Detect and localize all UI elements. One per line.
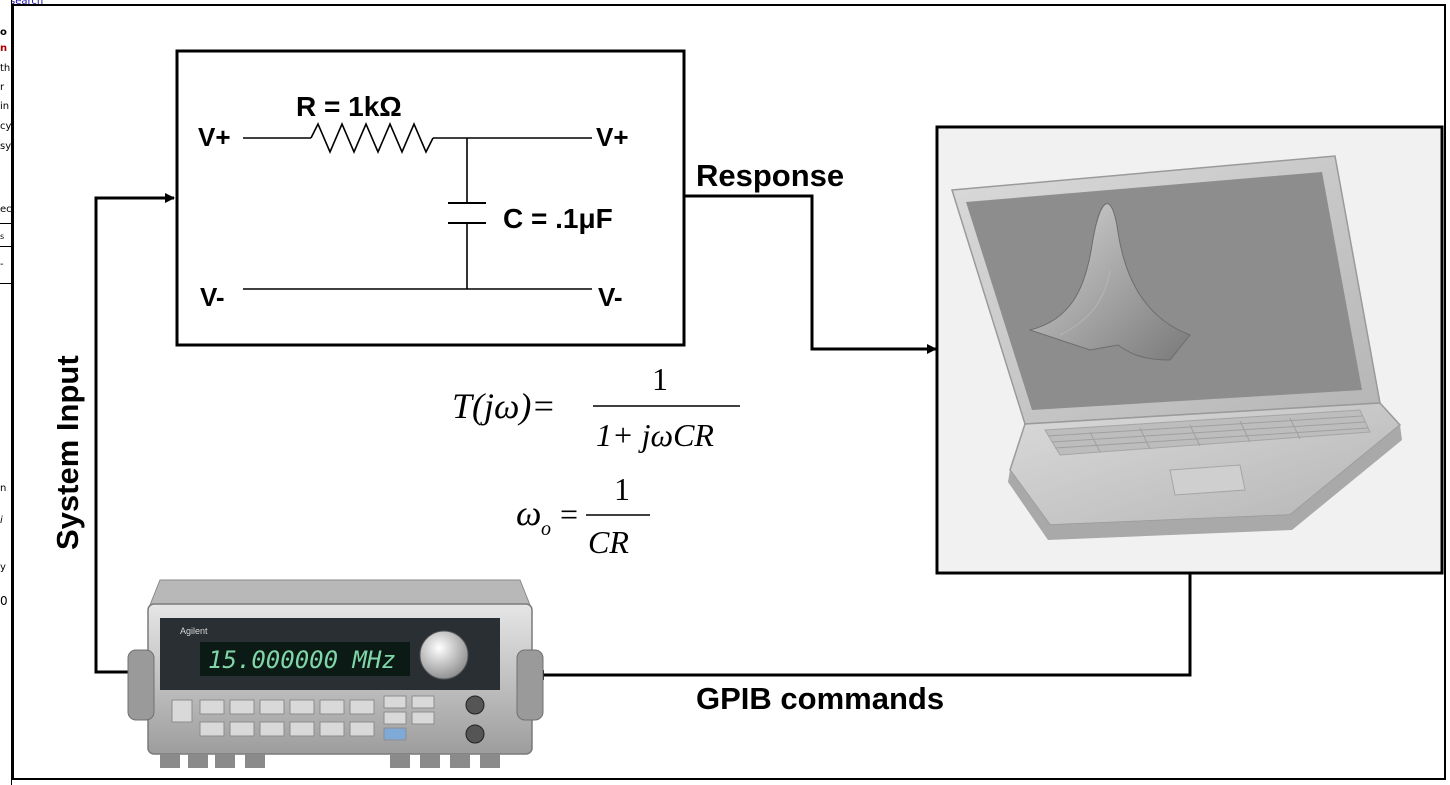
- system-input-arrow: [94, 193, 175, 674]
- strip-fragment: n: [0, 43, 8, 54]
- vplus-left-label: V+: [198, 122, 231, 152]
- transfer-function: T(jω)= 1 1+ jωCR: [452, 361, 740, 453]
- response-label: Response: [696, 158, 844, 193]
- strip-fragment: ec: [0, 204, 12, 215]
- display-readout: 15.000000 MHz: [208, 646, 396, 674]
- strip-fragment: sy: [0, 141, 12, 152]
- strip-fragment: in: [0, 101, 10, 112]
- button-grid: [171, 695, 435, 741]
- top-link[interactable]: research: [0, 0, 43, 7]
- transfer-denominator: 1+ jωCR: [596, 417, 714, 453]
- strip-fragment: cy: [0, 121, 12, 132]
- strip-fragment: 0: [0, 594, 8, 608]
- strip-fragment: i: [0, 515, 3, 526]
- function-generator: Agilent 15.000000 MHz: [127, 579, 544, 768]
- omega-numerator: 1: [614, 471, 630, 507]
- omega-denominator: CR: [588, 524, 629, 560]
- instrument-feet: [160, 754, 500, 768]
- gpib-label: GPIB commands: [696, 681, 944, 716]
- capacitor-label: C = .1μF: [503, 203, 613, 234]
- system-input-label: System Input: [50, 355, 85, 550]
- strip-fragment: th: [0, 63, 11, 74]
- laptop-touchpad: [1169, 464, 1246, 496]
- laptop-panel: [935, 125, 1444, 575]
- strip-fragment: r: [0, 82, 5, 93]
- surface-plot: [1028, 203, 1191, 361]
- rotary-knob: [419, 630, 469, 680]
- right-handle: [516, 649, 544, 721]
- strip-fragment: y: [0, 562, 6, 573]
- left-handle: [127, 649, 155, 721]
- brand-logo: Agilent: [180, 626, 208, 636]
- laptop-screen: [966, 172, 1362, 410]
- transfer-numerator: 1: [652, 361, 668, 397]
- vplus-right-label: V+: [596, 122, 629, 152]
- strip-fragment: n: [0, 483, 7, 494]
- sync-connector: [465, 724, 485, 744]
- output-connector: [465, 695, 485, 715]
- transfer-lhs: T(jω)=: [452, 386, 556, 426]
- gpib-arrow: [534, 572, 1192, 680]
- vminus-left-label: V-: [200, 282, 225, 312]
- resistor-label: R = 1kΩ: [296, 91, 402, 122]
- resistor-symbol: [310, 121, 434, 155]
- strip-fragment: s: [0, 232, 5, 241]
- strip-fragment: -: [0, 259, 4, 270]
- response-arrow: [684, 194, 937, 354]
- omega-subscript: o: [541, 518, 551, 540]
- rc-circuit: V+ V+ V- V- R = 1kΩ C = .1μF: [175, 49, 686, 347]
- frequency-display: [200, 642, 410, 676]
- vminus-right-label: V-: [598, 282, 623, 312]
- omega-equals: =: [560, 496, 578, 532]
- cropped-page-strip: o n th r in cy sy ec s - n i y 0: [0, 0, 12, 785]
- circuit-box: [175, 49, 686, 347]
- cutoff-frequency: ω o = 1 CR: [516, 471, 650, 560]
- strip-fragment: o: [0, 27, 7, 38]
- keyboard-keys: [1047, 415, 1369, 453]
- omega-symbol: ω: [516, 493, 541, 533]
